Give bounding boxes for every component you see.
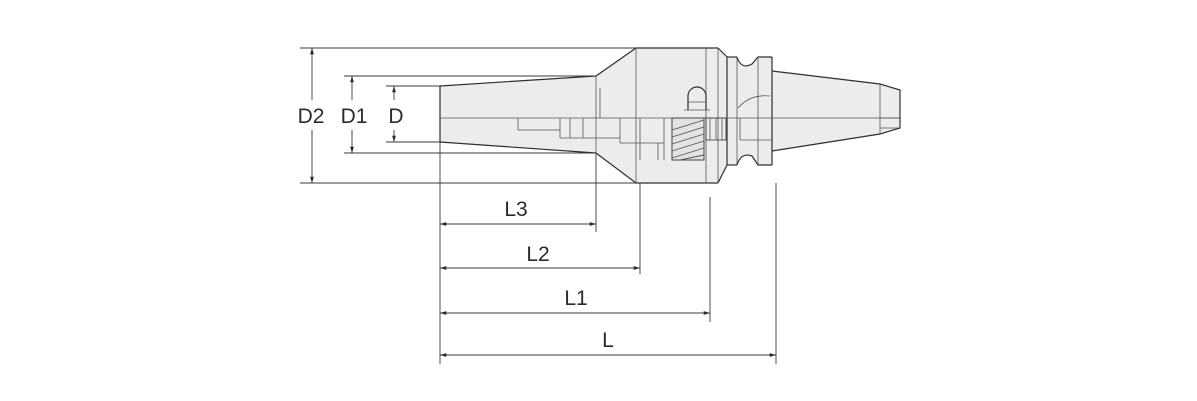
tool-holder-body: [439, 47, 901, 184]
dimension-l2: L2: [440, 243, 640, 270]
d2-label: D2: [298, 105, 325, 128]
extension-lines: [300, 47, 777, 364]
l3-label: L3: [504, 198, 527, 221]
l1-label: L1: [564, 287, 587, 310]
dimension-l3: L3: [440, 198, 596, 226]
dimension-d: D: [384, 86, 406, 142]
l-label: L: [602, 329, 614, 352]
d1-label: D1: [341, 105, 368, 128]
d-label: D: [388, 105, 403, 128]
dimension-l: L: [440, 329, 776, 357]
dimension-d2: D2: [288, 48, 332, 183]
dimension-l1: L1: [440, 287, 710, 315]
dimension-d1: D1: [334, 76, 374, 153]
l2-label: L2: [526, 243, 549, 266]
